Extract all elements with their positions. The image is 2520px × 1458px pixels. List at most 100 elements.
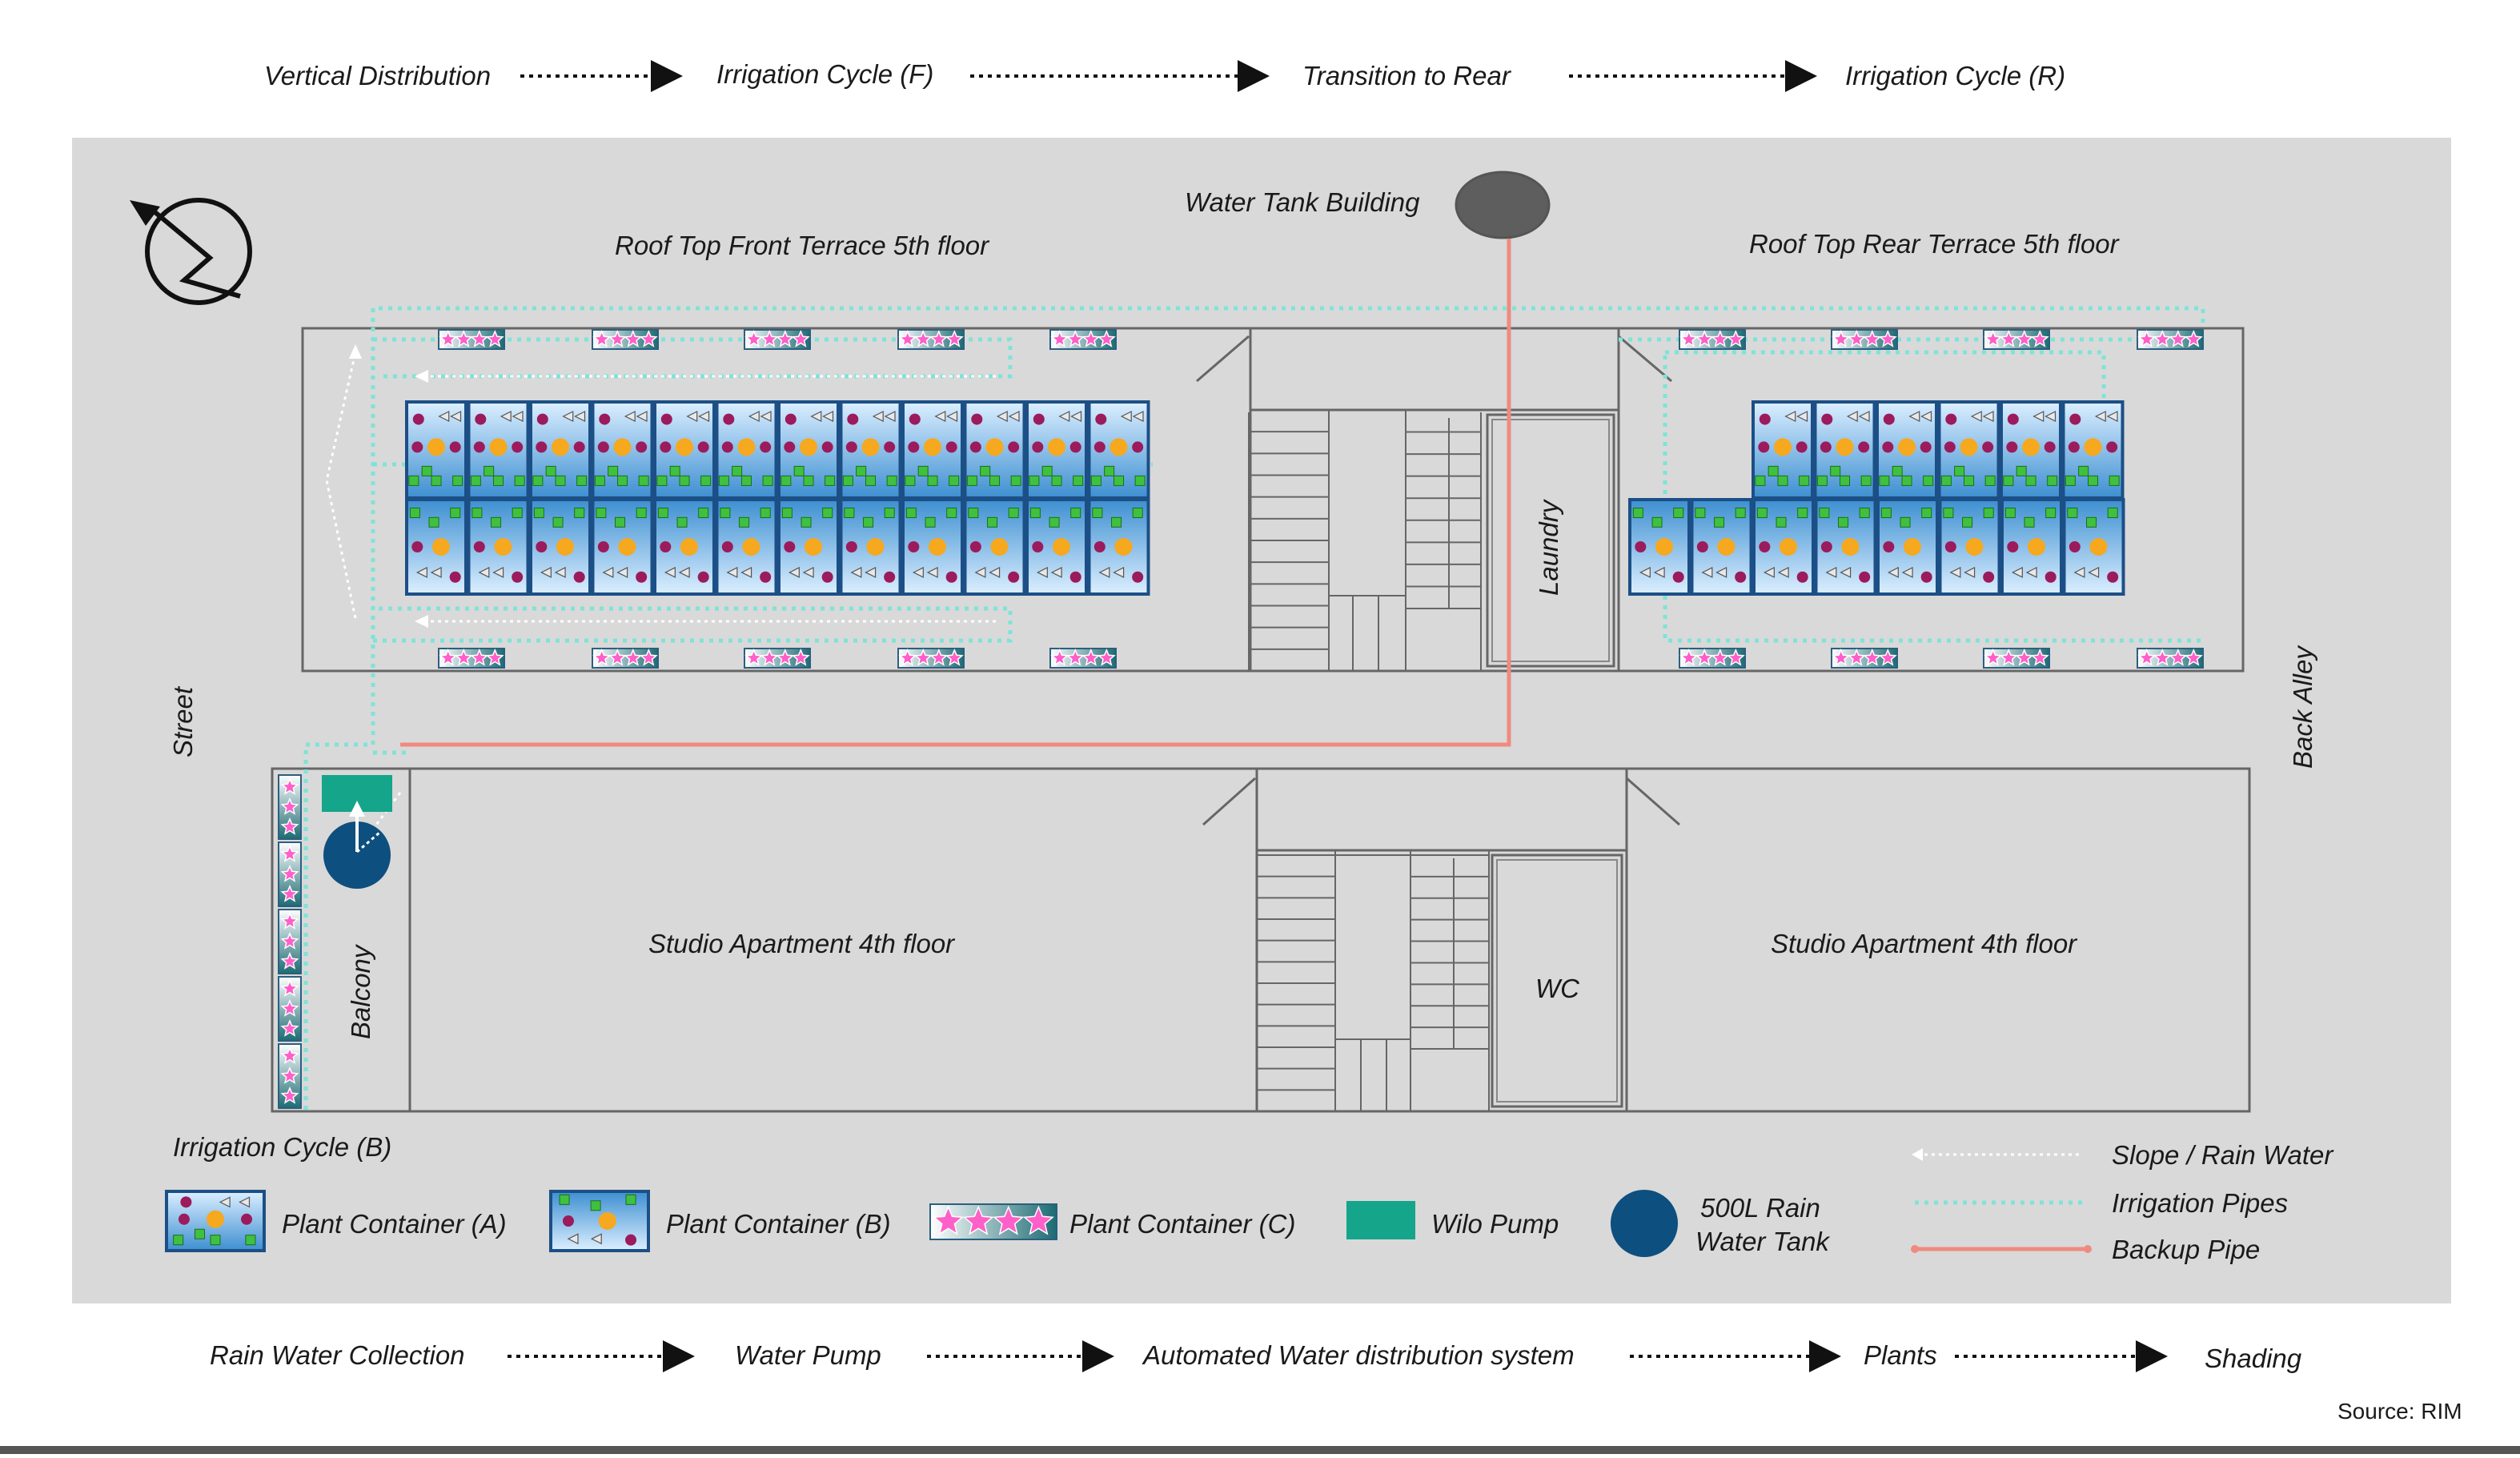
flower-mark xyxy=(1920,441,1932,453)
orange-mark xyxy=(2089,538,2108,556)
triangle-mark xyxy=(500,411,512,422)
star-mark xyxy=(592,648,612,666)
green-mark xyxy=(1799,475,1810,486)
flower-mark xyxy=(2044,571,2057,583)
plant-container-a xyxy=(1752,400,1814,500)
triangle-mark xyxy=(616,566,628,578)
star-mark xyxy=(470,329,489,347)
green-mark xyxy=(1860,475,1872,486)
star-mark xyxy=(1726,329,1745,347)
triangle-mark xyxy=(850,566,862,578)
orange-mark xyxy=(800,438,817,456)
star-mark xyxy=(280,797,299,815)
triangle-mark xyxy=(1970,411,1982,422)
triangle-mark xyxy=(788,566,800,578)
flower-mark xyxy=(1982,441,1994,453)
flower-mark xyxy=(2069,413,2081,425)
green-mark xyxy=(594,475,605,486)
green-mark xyxy=(989,475,1000,486)
green-mark xyxy=(493,475,504,486)
flower-mark xyxy=(760,441,772,453)
green-mark xyxy=(2004,508,2016,519)
flower-mark xyxy=(1944,441,1956,453)
star-mark xyxy=(280,817,299,835)
star-mark xyxy=(2137,329,2157,347)
triangle-mark xyxy=(1715,566,1727,578)
flower-mark xyxy=(847,413,859,425)
plant-container-b xyxy=(591,498,654,596)
plant-container-b xyxy=(1938,498,2001,596)
orange-mark xyxy=(1717,538,1736,556)
star-mark xyxy=(280,777,299,795)
green-mark xyxy=(884,508,895,519)
triangle-mark xyxy=(430,566,442,578)
flower-mark xyxy=(969,541,981,552)
triangle-mark xyxy=(2011,566,2023,578)
triangle-mark xyxy=(1639,566,1651,578)
green-mark xyxy=(987,516,998,528)
triangle-mark xyxy=(748,411,760,422)
top-flow-step: Irrigation Cycle (F) xyxy=(716,59,933,89)
plant-container-c xyxy=(278,1043,302,1109)
triangle-mark xyxy=(602,566,614,578)
plant-container-c xyxy=(278,841,302,907)
green-mark xyxy=(2107,508,2118,519)
triangle-mark xyxy=(1058,411,1070,422)
green-mark xyxy=(452,475,463,486)
green-mark xyxy=(2003,475,2014,486)
flower-mark xyxy=(908,441,920,453)
star-mark xyxy=(280,951,299,970)
star-mark xyxy=(1999,648,2018,666)
green-mark xyxy=(669,465,680,476)
triangle-mark xyxy=(624,411,636,422)
flower-mark xyxy=(636,571,648,583)
star-mark xyxy=(2030,648,2049,666)
green-mark xyxy=(793,465,805,476)
flower-mark xyxy=(1758,441,1770,453)
green-mark xyxy=(1070,508,1081,519)
green-mark xyxy=(1900,516,1911,528)
triangle-mark xyxy=(2088,566,2100,578)
star-mark xyxy=(929,648,949,666)
green-mark xyxy=(760,508,771,519)
flower-mark xyxy=(971,413,983,425)
green-mark xyxy=(822,508,833,519)
plant-container-a xyxy=(405,400,467,500)
plant-container-b xyxy=(901,498,964,596)
green-mark xyxy=(1943,508,1954,519)
flower-mark xyxy=(1032,441,1044,453)
rear-terrace-containers xyxy=(1628,400,2125,596)
bottom-flow-step: Shading xyxy=(2205,1344,2302,1373)
flower-mark xyxy=(908,541,920,552)
flower-mark xyxy=(1820,441,1832,453)
orange-mark xyxy=(494,538,512,556)
green-mark xyxy=(1983,508,1994,519)
triangle-mark xyxy=(1908,411,1920,422)
star-mark xyxy=(933,1205,964,1235)
green-mark xyxy=(559,1194,570,1205)
plant-container-c xyxy=(1831,329,1898,350)
bottom-flow: Rain Water Collection Water Pump Automat… xyxy=(210,1340,2302,1373)
plant-container-b xyxy=(529,498,592,596)
flower-mark xyxy=(573,571,585,583)
plant-container-a xyxy=(715,400,778,500)
flower-mark xyxy=(411,541,423,552)
water-tank-building-label: Water Tank Building xyxy=(1185,187,1420,217)
plant-container-c xyxy=(278,909,302,974)
green-mark xyxy=(617,475,628,486)
triangle-mark xyxy=(698,411,710,422)
star-mark xyxy=(1878,648,1897,666)
green-mark xyxy=(966,475,977,486)
flower-mark xyxy=(2044,441,2056,453)
orange-mark xyxy=(1903,538,1921,556)
triangle-mark xyxy=(2044,411,2057,422)
flower-mark xyxy=(1635,541,1647,552)
legend-irrigation-pipes-label: Irrigation Pipes xyxy=(2112,1188,2288,1218)
plant-container-c xyxy=(1983,648,2050,669)
flower-mark xyxy=(660,541,672,552)
orange-mark xyxy=(2084,438,2102,456)
flower-mark xyxy=(821,441,833,453)
flower-mark xyxy=(597,441,609,453)
green-mark xyxy=(732,465,743,476)
triangle-mark xyxy=(1098,566,1110,578)
